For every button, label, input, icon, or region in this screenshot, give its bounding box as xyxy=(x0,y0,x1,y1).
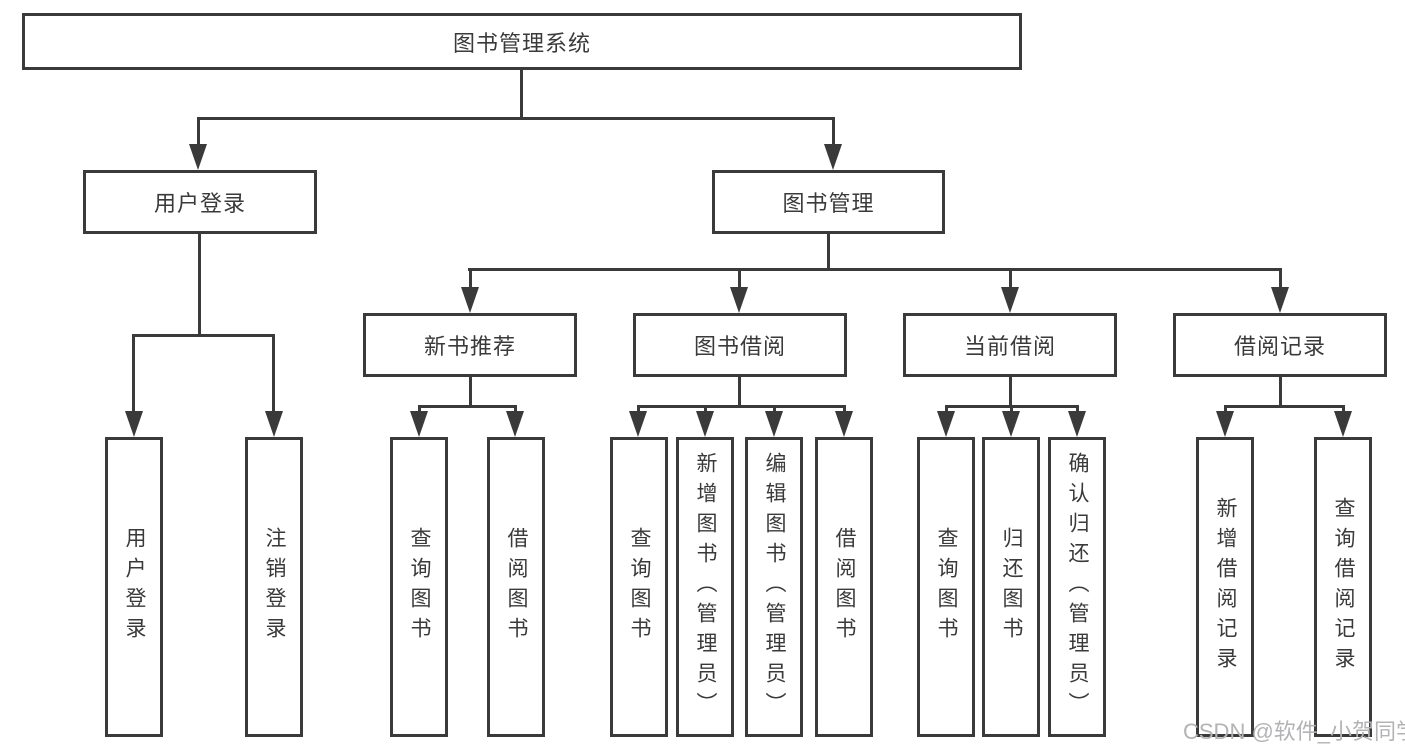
arrowhead-leaf-user-login xyxy=(125,411,143,437)
edge-root-stem xyxy=(520,69,523,120)
leaf-query-borrow-record: 查询借阅记录 xyxy=(1314,437,1372,737)
edge-drop-confirm-return xyxy=(1076,405,1079,415)
leaf-add-borrow-record: 新增借阅记录 xyxy=(1196,437,1254,737)
edge-level2-crossbar xyxy=(197,117,835,120)
edge-drop-query-current xyxy=(945,405,948,415)
arrowhead-add-books-admin xyxy=(696,411,714,437)
leaf-return-books: 归还图书 xyxy=(982,437,1040,737)
node-book-borrowing: 图书借阅 xyxy=(633,313,847,377)
edge-drop-query-recommend xyxy=(418,405,421,415)
edge-management-stem xyxy=(827,233,830,271)
edge-level2-drop-right xyxy=(832,117,835,148)
node-root-library-system: 图书管理系统 xyxy=(22,13,1022,70)
arrowhead-query-books-current xyxy=(937,411,955,437)
arrowhead-query-borrow-record xyxy=(1334,411,1352,437)
edge-level3-crossbar xyxy=(468,268,1282,271)
node-borrowing-records: 借阅记录 xyxy=(1173,313,1387,377)
edge-drop-add-books xyxy=(704,405,707,415)
arrowhead-borrow-books xyxy=(835,411,853,437)
leaf-query-books-recommend: 查询图书 xyxy=(390,437,448,737)
edge-drop-edit-books xyxy=(773,405,776,415)
edge-level2-drop-left xyxy=(197,117,200,148)
edge-level3-drop-3 xyxy=(1009,268,1012,290)
edge-drop-return-books xyxy=(1010,405,1013,415)
arrowhead-new-book-recommend xyxy=(461,287,479,313)
edge-user-crossbar xyxy=(132,334,275,337)
node-book-management: 图书管理 xyxy=(712,170,945,234)
leaf-confirm-return-admin: 确认归还（管理员） xyxy=(1048,437,1106,737)
node-current-borrowing: 当前借阅 xyxy=(903,313,1117,377)
arrowhead-add-borrow-record xyxy=(1216,411,1234,437)
edge-records-stem xyxy=(1279,376,1282,408)
edge-drop-add-record xyxy=(1224,405,1227,415)
arrowhead-edit-books-admin xyxy=(765,411,783,437)
leaf-add-books-admin: 新增图书（管理员） xyxy=(676,437,734,737)
edge-drop-query-record xyxy=(1342,405,1345,415)
leaf-borrow-books-recommend: 借阅图书 xyxy=(487,437,545,737)
edge-borrowing-crossbar xyxy=(637,405,846,408)
arrowhead-user-login xyxy=(189,144,207,170)
edge-user-stem xyxy=(198,233,201,337)
arrowhead-borrowing-records xyxy=(1271,287,1289,313)
leaf-borrow-books: 借阅图书 xyxy=(815,437,873,737)
arrowhead-return-books xyxy=(1002,411,1020,437)
edge-drop-borrow-recommend xyxy=(514,405,517,415)
node-user-login: 用户登录 xyxy=(83,170,317,234)
edge-level3-drop-1 xyxy=(469,268,472,290)
arrowhead-query-books-recommend xyxy=(410,411,428,437)
leaf-query-books-current: 查询图书 xyxy=(917,437,975,737)
arrowhead-borrow-books-recommend xyxy=(506,411,524,437)
edge-records-crossbar xyxy=(1224,405,1345,408)
edge-current-stem xyxy=(1009,376,1012,408)
leaf-edit-books-admin: 编辑图书（管理员） xyxy=(745,437,803,737)
edge-level3-drop-2 xyxy=(738,268,741,290)
edge-level3-drop-4 xyxy=(1279,268,1282,290)
edge-borrowing-stem xyxy=(738,376,741,408)
arrowhead-book-borrowing xyxy=(730,287,748,313)
csdn-watermark: CSDN @软件_小贺同学 xyxy=(1183,719,1405,744)
edge-recommend-stem xyxy=(469,376,472,408)
arrowhead-leaf-logout xyxy=(265,411,283,437)
edge-drop-borrow-books xyxy=(843,405,846,415)
node-new-book-recommend: 新书推荐 xyxy=(363,313,577,377)
leaf-query-books-borrow: 查询图书 xyxy=(610,437,668,737)
leaf-logout: 注销登录 xyxy=(245,437,303,737)
edge-recommend-crossbar xyxy=(418,405,517,408)
arrowhead-query-books-borrow xyxy=(629,411,647,437)
leaf-user-login: 用户登录 xyxy=(105,437,163,737)
arrowhead-current-borrowing xyxy=(1001,287,1019,313)
arrowhead-confirm-return-admin xyxy=(1068,411,1086,437)
edge-drop-query-borrow xyxy=(637,405,640,415)
edge-user-drop-right xyxy=(272,334,275,413)
edge-user-drop-left xyxy=(132,334,135,413)
arrowhead-book-management xyxy=(824,144,842,170)
